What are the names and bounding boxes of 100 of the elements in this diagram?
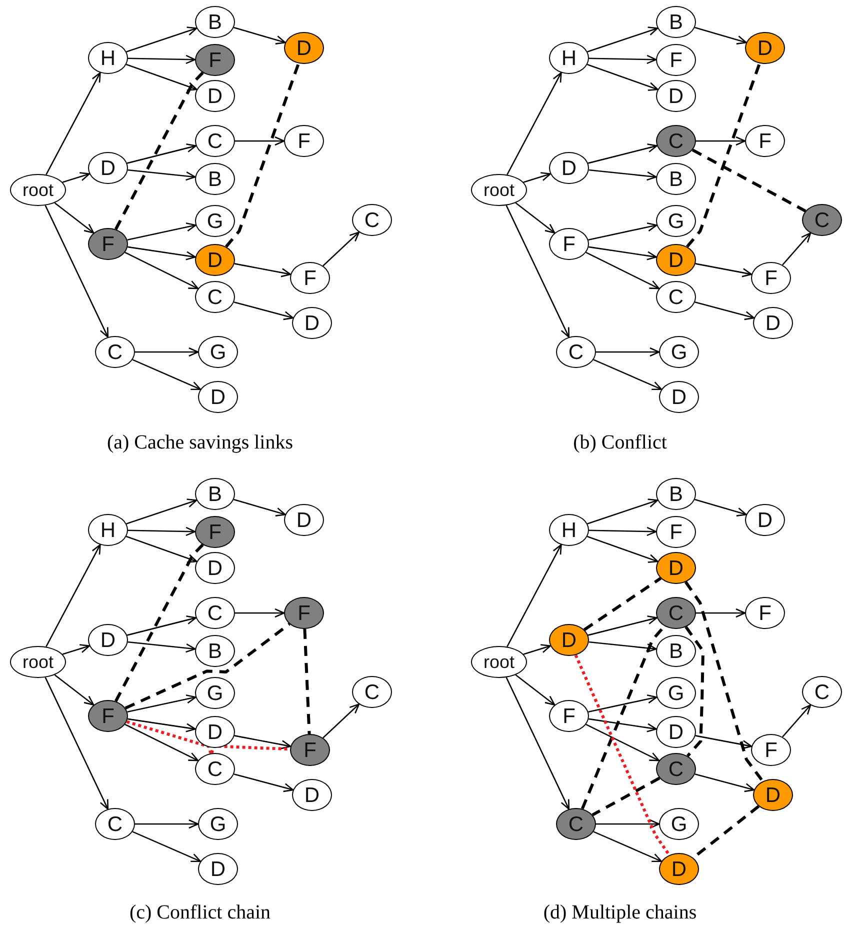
tree-node: D <box>549 624 589 656</box>
panel-caption: (a) Cache savings links <box>106 432 294 454</box>
dashed-link <box>583 577 662 631</box>
tree-node: root <box>10 174 66 206</box>
arrow <box>695 263 752 278</box>
tree-node: root <box>10 646 66 678</box>
panel-caption: (b) Conflict <box>573 432 667 454</box>
tree-node: B <box>656 635 696 667</box>
tree-node: C <box>556 808 596 840</box>
tree-node: C <box>195 125 235 157</box>
arrow <box>523 644 552 655</box>
arrow <box>596 347 660 357</box>
arrow <box>593 359 662 390</box>
arrow <box>235 608 285 618</box>
tree-node: C <box>95 336 135 368</box>
panel-caption: (c) Conflict chain <box>129 902 271 924</box>
arrow <box>128 169 196 181</box>
tree-node: D <box>195 80 235 112</box>
arrow <box>322 232 360 266</box>
tree-node: D <box>195 552 235 584</box>
tree-node: D <box>753 779 793 811</box>
arrow <box>515 674 556 706</box>
tree-node: B <box>656 6 696 38</box>
arrow <box>128 54 196 64</box>
arrow <box>62 644 90 655</box>
tree-node: D <box>753 307 793 339</box>
tree-node: F <box>284 597 324 629</box>
tree-node: H <box>549 514 589 546</box>
arrow <box>782 232 812 266</box>
arrow <box>54 674 94 706</box>
arrow <box>506 544 562 647</box>
tree-node: C <box>556 336 596 368</box>
tree-node: B <box>656 163 696 195</box>
arrow <box>587 498 658 524</box>
tree-node: G <box>656 205 696 237</box>
tree-node: C <box>656 597 696 629</box>
tree-node: B <box>656 478 696 510</box>
dashed-link <box>684 626 704 757</box>
tree-node: B <box>195 6 235 38</box>
tree-node: C <box>195 753 235 785</box>
arrow <box>694 498 747 516</box>
tree-node: F <box>88 700 128 732</box>
tree-node: G <box>198 808 238 840</box>
arrow <box>596 819 660 829</box>
tree-node: root <box>471 174 527 206</box>
arrow <box>586 724 660 762</box>
arrow <box>694 301 755 320</box>
arrow <box>588 222 658 240</box>
arrow <box>587 536 658 563</box>
arrow <box>506 205 570 338</box>
arrow <box>234 735 292 750</box>
arrow <box>695 735 752 750</box>
arrow <box>127 222 196 240</box>
dashed-link <box>224 62 300 248</box>
arrow <box>126 615 197 636</box>
tree-node: F <box>745 597 785 629</box>
tree-node: C <box>195 281 235 313</box>
tree-node: F <box>290 734 330 766</box>
tree-node: C <box>656 753 696 785</box>
tree-node: C <box>802 676 842 708</box>
tree-node: D <box>656 716 696 748</box>
tree-node: F <box>88 228 128 260</box>
arrow <box>128 246 196 260</box>
tree-node: F <box>290 262 330 294</box>
tree-node: D <box>198 381 238 413</box>
arrow <box>126 143 197 164</box>
dashed-link <box>114 544 204 702</box>
dashed-link <box>686 62 761 248</box>
tree-node: F <box>284 125 324 157</box>
arrow <box>587 64 658 91</box>
arrow <box>124 724 199 762</box>
arrow <box>127 694 196 712</box>
tree-node: H <box>88 514 128 546</box>
tree-node: B <box>195 163 235 195</box>
arrow <box>593 831 662 862</box>
tree-node: D <box>745 32 785 64</box>
arrow <box>234 773 294 792</box>
arrow <box>588 615 658 636</box>
tree-node: B <box>195 478 235 510</box>
tree-node: C <box>656 281 696 313</box>
arrow <box>234 26 286 44</box>
tree-node: D <box>656 244 696 276</box>
arrow <box>234 263 292 278</box>
arrow <box>694 26 747 44</box>
arrow <box>588 641 657 653</box>
tree-node: B <box>195 635 235 667</box>
tree-node: F <box>656 44 696 76</box>
tree-node: F <box>745 125 785 157</box>
arrow <box>126 536 198 563</box>
tree-node: F <box>195 44 235 76</box>
arrow <box>694 773 755 792</box>
tree-node: G <box>195 677 235 709</box>
arrow <box>234 301 294 320</box>
tree-node: G <box>659 808 699 840</box>
dashed-link <box>574 654 670 856</box>
arrow <box>588 526 657 536</box>
tree-node: D <box>659 853 699 885</box>
tree-node: H <box>88 42 128 74</box>
tree-node: D <box>549 152 589 184</box>
arrow <box>46 544 101 647</box>
